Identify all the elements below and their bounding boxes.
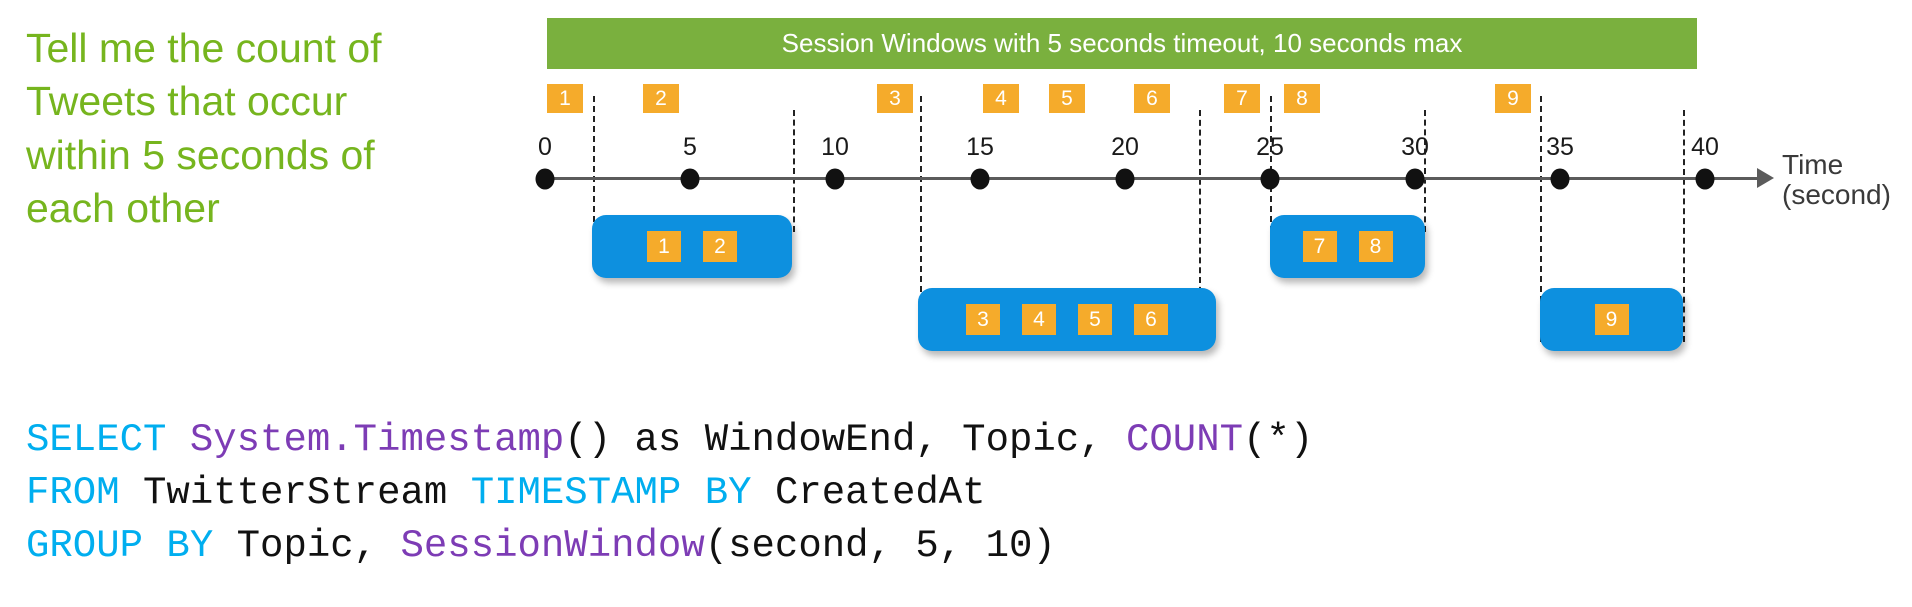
sql-token-id: CreatedAt <box>774 471 986 515</box>
event-marker-6[interactable]: 6 <box>1134 84 1170 113</box>
sql-token-id: (second, 5, 10) <box>704 524 1056 568</box>
sql-token-kw: FROM <box>26 471 144 515</box>
event-marker-3[interactable]: 3 <box>877 84 913 113</box>
sql-token-id: () as WindowEnd, Topic, <box>564 418 1126 462</box>
axis-dot-40 <box>1695 168 1715 189</box>
session-event-marker-1: 1 <box>647 231 681 262</box>
sql-token-id: Topic, <box>236 524 401 568</box>
dashed-guide-line-5 <box>1270 96 1272 232</box>
sql-line-1: SELECT System.Timestamp() as WindowEnd, … <box>26 414 1313 467</box>
axis-dot-25 <box>1260 168 1280 189</box>
event-marker-5[interactable]: 5 <box>1049 84 1085 113</box>
event-marker-4[interactable]: 4 <box>983 84 1019 113</box>
sql-token-id: (*) <box>1243 418 1314 462</box>
session-event-marker-9: 9 <box>1594 304 1629 335</box>
axis-tick-label-35: 35 <box>1546 132 1574 161</box>
event-marker-9[interactable]: 9 <box>1495 84 1531 113</box>
session-event-marker-3: 3 <box>966 304 1000 335</box>
sql-token-id: TwitterStream <box>143 471 471 515</box>
axis-tick-label-0: 0 <box>538 132 552 161</box>
dashed-guide-line-6 <box>1424 110 1426 232</box>
session-event-marker-5: 5 <box>1078 304 1112 335</box>
sql-token-kw: SELECT <box>26 418 190 462</box>
session-event-marker-6: 6 <box>1134 304 1168 335</box>
axis-dot-35 <box>1550 168 1570 189</box>
sql-query-block: SELECT System.Timestamp() as WindowEnd, … <box>26 414 1313 573</box>
dashed-guide-line-4 <box>1199 110 1201 342</box>
axis-title-main: Time <box>1782 149 1844 180</box>
axis-dot-5 <box>680 168 700 189</box>
session-event-marker-4: 4 <box>1022 304 1056 335</box>
prompt-text: Tell me the count of Tweets that occur w… <box>26 25 382 231</box>
session-event-marker-2: 2 <box>703 231 737 262</box>
axis-tick-label-10: 10 <box>821 132 849 161</box>
axis-dot-0 <box>535 168 555 189</box>
axis-dot-20 <box>1115 168 1135 189</box>
axis-tick-label-15: 15 <box>966 132 994 161</box>
axis-tick-label-40: 40 <box>1691 132 1719 161</box>
sql-token-kw: GROUP BY <box>26 524 237 568</box>
session-event-marker-8: 8 <box>1358 231 1393 262</box>
sql-line-2: FROM TwitterStream TIMESTAMP BY CreatedA… <box>26 467 1313 520</box>
sql-token-fn: COUNT <box>1126 418 1244 462</box>
sql-token-fn: SessionWindow <box>400 524 705 568</box>
event-marker-1[interactable]: 1 <box>547 84 583 113</box>
axis-tick-label-30: 30 <box>1401 132 1429 161</box>
event-marker-8[interactable]: 8 <box>1284 84 1320 113</box>
session-window-4[interactable]: 9 <box>1540 288 1683 351</box>
time-axis-line <box>545 177 1760 180</box>
axis-dot-10 <box>825 168 845 189</box>
axis-dot-15 <box>970 168 990 189</box>
sql-line-3: GROUP BY Topic, SessionWindow(second, 5,… <box>26 520 1313 573</box>
dashed-guide-line-3 <box>920 96 922 342</box>
axis-tick-label-5: 5 <box>683 132 697 161</box>
event-marker-7[interactable]: 7 <box>1224 84 1260 113</box>
event-marker-2[interactable]: 2 <box>643 84 679 113</box>
dashed-guide-line-8 <box>1683 110 1685 342</box>
axis-title: Time (second) <box>1782 149 1891 211</box>
dashed-guide-line-1 <box>593 96 595 232</box>
banner-label: Session Windows with 5 seconds timeout, … <box>781 28 1463 58</box>
axis-dot-30 <box>1405 168 1425 189</box>
axis-tick-label-25: 25 <box>1256 132 1284 161</box>
sql-token-fn: System.Timestamp <box>189 418 565 462</box>
time-axis-arrow-icon <box>1757 168 1774 188</box>
dashed-guide-line-7 <box>1540 96 1542 342</box>
sql-token-kw: TIMESTAMP BY <box>470 471 775 515</box>
session-event-marker-7: 7 <box>1302 231 1337 262</box>
axis-title-unit: (second) <box>1782 179 1891 211</box>
dashed-guide-line-2 <box>793 110 795 232</box>
axis-tick-label-20: 20 <box>1111 132 1139 161</box>
session-window-banner: Session Windows with 5 seconds timeout, … <box>547 18 1697 69</box>
